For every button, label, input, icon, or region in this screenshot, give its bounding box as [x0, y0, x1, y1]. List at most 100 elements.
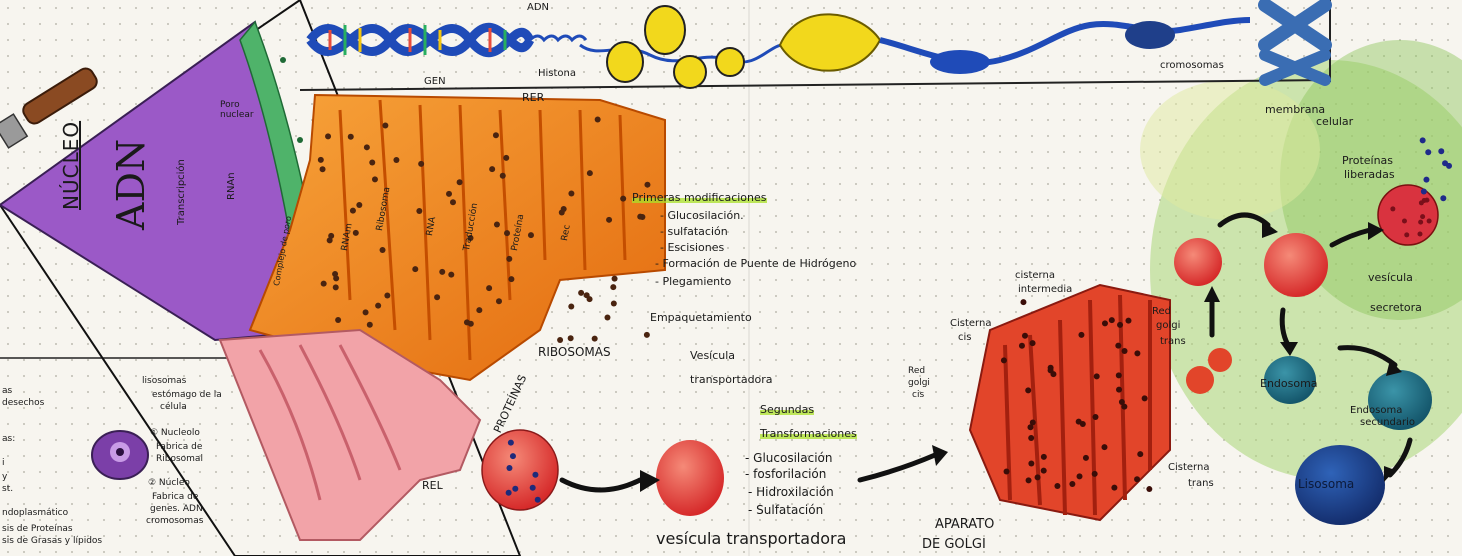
transport-vesicle-label: vesícula transportadora [656, 530, 846, 548]
golgi-dot [1026, 477, 1032, 483]
packaging-label: Empaquetamiento [650, 312, 752, 325]
golgi-dot [1116, 372, 1122, 378]
magnifier-handle [0, 65, 100, 147]
ribosome-dot [321, 281, 327, 287]
legend-lysosome-desc-1: estómago de la [152, 390, 222, 400]
chromosome-label: cromosomas [1160, 60, 1224, 72]
golgi-dot [1028, 435, 1034, 441]
ribosome-dot [457, 179, 463, 185]
ribosome-dot [612, 276, 618, 282]
golgi-dot [1054, 483, 1060, 489]
ribosome-dot [448, 272, 454, 278]
ribosome-dot [644, 182, 650, 188]
golgi-dot [1109, 317, 1115, 323]
cis-network-line-1: Red [908, 366, 925, 376]
protein-dot [535, 497, 541, 503]
second-mod-item-4: - Sulfatación [748, 504, 823, 518]
legend-nucleolus-title: ① Nucleolo [150, 428, 200, 438]
legend-cell-icon [92, 431, 148, 479]
golgi-dot [1102, 320, 1108, 326]
cis-cistern-line-1: Cisterna [950, 318, 991, 330]
legend-left-line: as: [2, 434, 15, 444]
golgi-dot [1028, 460, 1034, 466]
ribosome-dot [592, 336, 598, 342]
second-mod-item-2: - fosforilación [745, 468, 826, 482]
membrane-protein-dot [1420, 137, 1426, 143]
first-mod-item-4: - Formación de Puente de Hidrógeno [655, 258, 856, 271]
membrane-protein-dot [1423, 177, 1429, 183]
transcription-label: Transcripción [176, 159, 188, 225]
golgi-dot [1117, 322, 1123, 328]
protein-dot [506, 490, 512, 496]
trans-cistern-line-2: trans [1188, 478, 1214, 490]
golgi-dot [1137, 451, 1143, 457]
rna-label: RNAn [226, 172, 238, 200]
ribosome-dot [496, 298, 502, 304]
ribosome-dot [503, 155, 509, 161]
golgi-dot [1092, 471, 1098, 477]
ribosome-dot [508, 276, 514, 282]
legend-left-line: y [2, 472, 7, 482]
ribosome-dot [587, 296, 593, 302]
ribosome-dot [348, 134, 354, 140]
released-protein-dot [1402, 219, 1407, 224]
membrane-protein-dot [1425, 149, 1431, 155]
histone-label: Histona [538, 68, 576, 80]
ribosome-dot [450, 199, 456, 205]
golgi-dot [1092, 414, 1098, 420]
legend-lysosome-desc-2: célula [160, 402, 187, 412]
ribosome-dot [504, 230, 510, 236]
trans-network-line-1: Red [1152, 306, 1171, 318]
cis-network-line-2: golgi [908, 378, 930, 388]
first-mod-item-3: - Escisiones [660, 242, 724, 255]
golgi-dot [1030, 340, 1036, 346]
ribosome-dot [494, 221, 500, 227]
transport-vesicle [656, 440, 724, 516]
dna-helix [310, 25, 586, 55]
golgi-dot [1076, 419, 1082, 425]
ribosome-dot [320, 166, 326, 172]
first-mod-item-1: - Glucosilación. [660, 210, 744, 223]
ribosome-dot [500, 173, 506, 179]
ribosome-dot [578, 290, 584, 296]
legend-left-line: st. [2, 484, 13, 494]
ribosome-dot [486, 285, 492, 291]
secretory-vesicle-line-1: vesícula [1368, 272, 1413, 285]
protein-dot [510, 453, 516, 459]
membrane-label-line-2: celular [1316, 116, 1353, 129]
golgi-dot [1041, 454, 1047, 460]
dna-label: ADN [527, 2, 549, 14]
legend-nucleus-desc-3: cromosomas [146, 516, 203, 526]
rer-label: RER [522, 92, 544, 105]
protein-dot [512, 486, 518, 492]
ribosome-dot [412, 266, 418, 272]
histone-chromatin [580, 6, 1250, 88]
ribosome-dot [506, 256, 512, 262]
secondary-endosome-line-1: Endosoma [1350, 405, 1402, 417]
golgi-dot [1125, 318, 1131, 324]
golgi-dot [1134, 476, 1140, 482]
released-protein-dot [1390, 206, 1395, 211]
secretory-vesicle-line-2: secretora [1370, 302, 1422, 315]
ribosome-dot [568, 303, 574, 309]
golgi-dot [1077, 473, 1083, 479]
ribosome-dot [637, 214, 643, 220]
ribosome-dot [416, 208, 422, 214]
ribosome-dot [587, 170, 593, 176]
membrane-protein-dot [1421, 189, 1427, 195]
nucleus-title: NÚCLEO [60, 121, 83, 210]
second-transformations-line-1: Segundas [760, 404, 814, 417]
rel-vesicle [482, 430, 558, 510]
golgi-label-line-1: APARATO [935, 518, 994, 533]
ribosome-dot [335, 317, 341, 323]
legend-nucleolus-desc-2: Ribosomal [156, 454, 203, 464]
ribosome-dot [493, 132, 499, 138]
ribosome-dot [327, 237, 333, 243]
trans-network-line-3: trans [1160, 336, 1186, 348]
ribosome-dot [393, 157, 399, 163]
legend-nucleus-desc-1: Fabrica de [152, 492, 198, 502]
protein-dot [532, 472, 538, 478]
protein-dot [506, 465, 512, 471]
legend-left-line: i [2, 458, 5, 468]
first-mod-item-5: - Plegamiento [655, 276, 731, 289]
